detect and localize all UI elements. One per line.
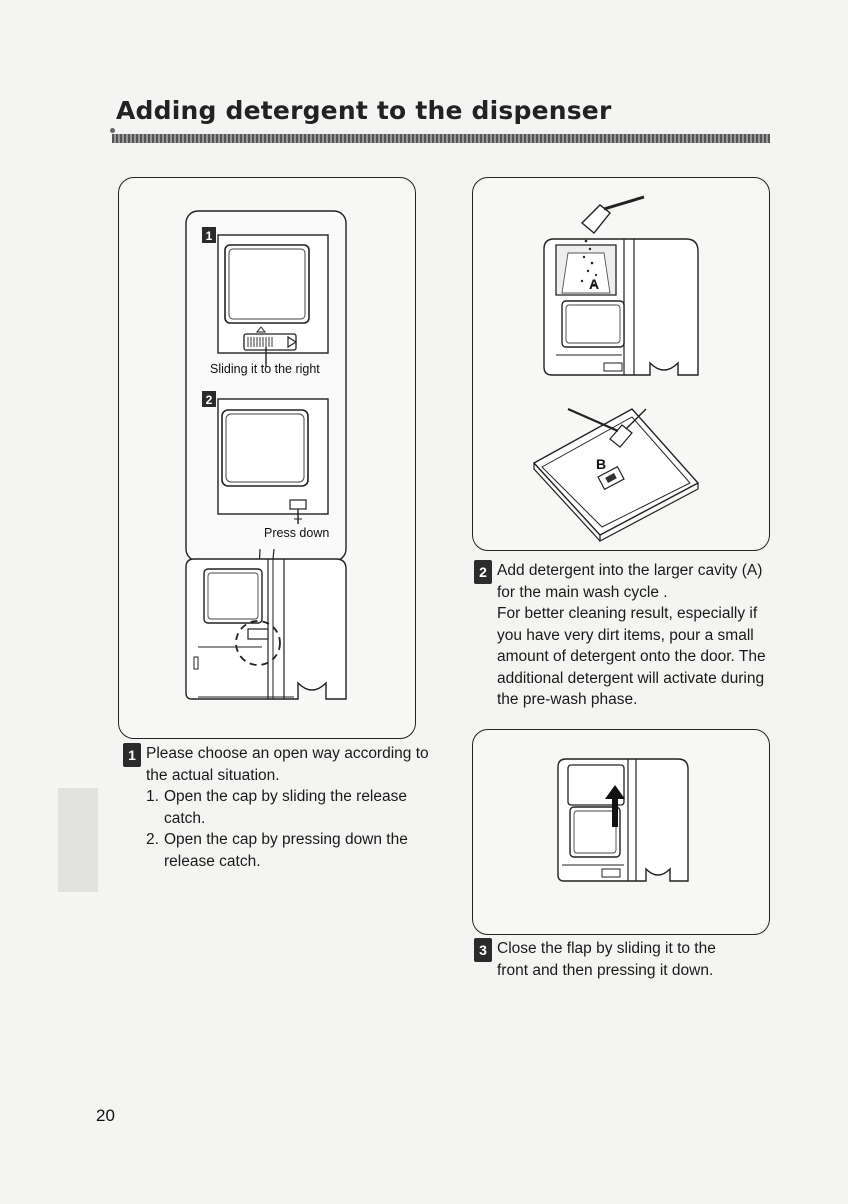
flap-closing-illustration [557, 758, 689, 882]
dispenser-illustration-open: 1 2 [185, 210, 347, 700]
page-title: Adding detergent to the dispenser [116, 96, 612, 125]
badge-2-text: 2 [206, 393, 213, 407]
step-1-list: 1.Open the cap by sliding the release ca… [146, 786, 431, 872]
caption-sliding-right: Sliding it to the right [210, 362, 320, 376]
step-2-badge: 2 [474, 560, 492, 584]
title-bullet [110, 128, 115, 133]
step-1-badge: 1 [123, 743, 141, 767]
step-2-line-1: Add detergent into the larger cavity (A)… [497, 562, 763, 601]
page-number: 20 [96, 1106, 115, 1125]
step-2-text: Add detergent into the larger cavity (A)… [497, 560, 772, 711]
step-2-line-2: For better cleaning result, especially i… [497, 605, 766, 708]
margin-shadow [58, 788, 98, 892]
door-b-label: B [596, 456, 606, 472]
step-3-text: Close the flap by sliding it to the fron… [497, 940, 716, 979]
caption-press-down: Press down [264, 526, 330, 540]
badge-1-text: 1 [206, 229, 213, 243]
list-item: 1.Open the cap by sliding the release ca… [146, 788, 407, 827]
step-3-badge: 3 [474, 938, 492, 962]
step-1-text: Please choose an open way according to t… [146, 743, 431, 872]
list-item: 2.Open the cap by pressing down the rele… [146, 831, 408, 870]
detergent-pouring-illustration: A B [532, 195, 700, 542]
step-1-intro: Please choose an open way according to t… [146, 745, 429, 784]
cavity-a-label: A [589, 276, 599, 292]
title-rule [112, 134, 770, 143]
